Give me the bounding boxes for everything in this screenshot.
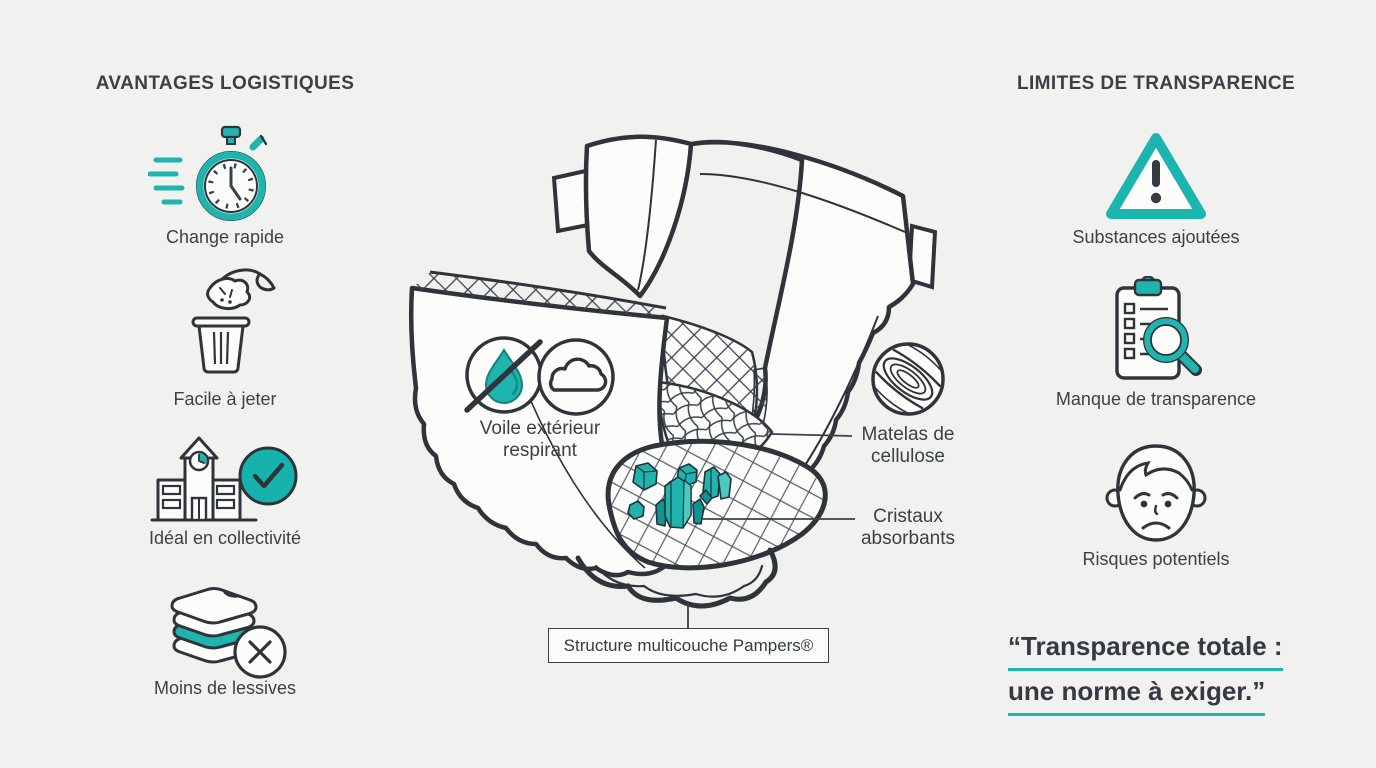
stopwatch-icon [148,125,268,221]
quote-text: “Transparence totale : une norme à exige… [1008,626,1348,716]
laundry-stack-none-icon [170,587,287,679]
item-label-moins-lessives: Moins de lessives [153,678,297,698]
item-label-risques: Risques potentiels [1082,549,1230,569]
label-cellulose: Matelas de cellulose [861,424,955,467]
structure-caption-text: Structure multicouche Pampers® [563,635,814,655]
quote-line-2: une norme à exiger.” [1008,671,1266,716]
leg-cuff-ruffle [575,547,778,609]
item-label-substances: Substances ajoutées [1072,227,1240,247]
quote-line-1: “Transparence totale : [1008,626,1283,671]
label-outer-layer: Voile extérieur respirant [479,418,601,461]
diaper-trash-icon [191,268,276,374]
diaper-back-band-left [583,134,694,299]
item-label-manque-transparence: Manque de transparence [1055,389,1257,409]
worried-face-icon [1105,444,1207,542]
warning-triangle-icon [1106,133,1206,219]
sheet-edge-crosshatch [412,270,667,318]
absorbent-core-pouch [605,438,828,571]
leader-lines [687,433,855,628]
absorbent-crystals [627,462,732,529]
nursery-building-check-icon [150,436,298,522]
item-label-facile-a-jeter: Facile à jeter [173,389,277,409]
right-column-title: LIMITES DE TRANSPARENCE [1016,73,1296,94]
breathable-cloud-icon [537,338,615,416]
structure-caption-box: Structure multicouche Pampers® [548,628,829,663]
wood-grain-icon [871,342,945,416]
checklist-magnifier-icon [1115,276,1202,380]
label-crystals: Cristaux absorbants [860,506,955,549]
item-label-change-rapide: Change rapide [165,227,285,247]
left-column-title: AVANTAGES LOGISTIQUES [95,73,355,94]
no-leak-drop-icon [464,336,543,414]
diaper-cross-section-illustration [408,134,945,628]
item-label-ideal-collectivite: Idéal en collectivité [148,528,302,548]
